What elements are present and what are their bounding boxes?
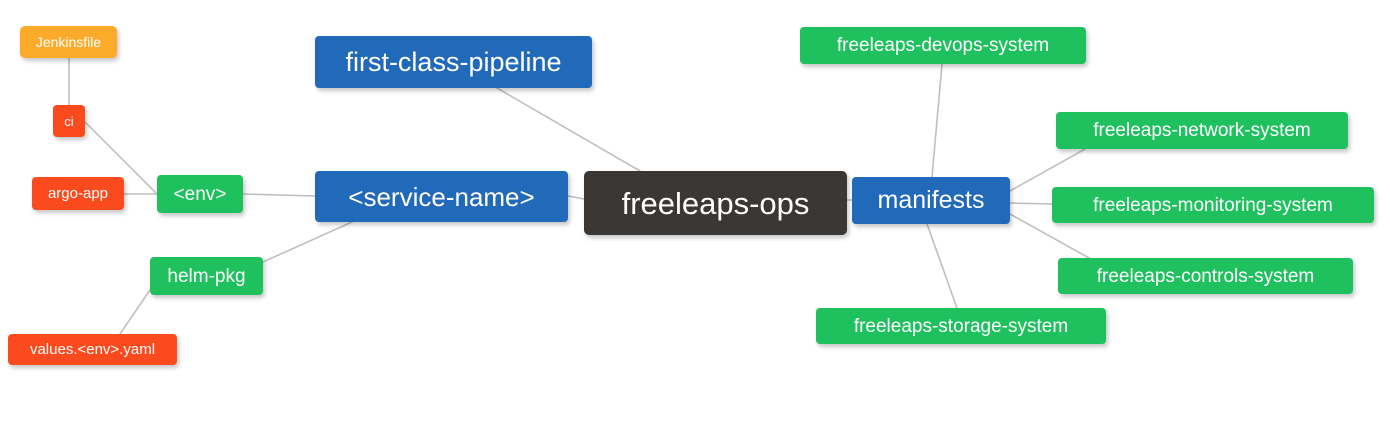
node-label: freeleaps-ops (621, 185, 810, 221)
node-label: helm-pkg (167, 265, 246, 287)
mindmap-node-service-name[interactable]: <service-name> (315, 171, 568, 222)
node-label: Jenkinsfile (35, 34, 102, 50)
edge-env-to-service-name (242, 193, 316, 197)
node-label: freeleaps-devops-system (836, 35, 1050, 56)
mindmap-node-first-class-pipeline[interactable]: first-class-pipeline (315, 36, 592, 88)
edge-helm-pkg-to-service-name (262, 221, 353, 263)
node-label: freeleaps-monitoring-system (1093, 194, 1333, 216)
mindmap-node-freeleaps-controls-system[interactable]: freeleaps-controls-system (1058, 258, 1353, 294)
edge-manifests-to-freeleaps-devops-system (931, 63, 943, 178)
node-label: <env> (173, 183, 227, 205)
edge-values-yaml-to-helm-pkg (119, 289, 151, 335)
node-label: <service-name> (348, 181, 535, 212)
mindmap-node-ci[interactable]: ci (53, 105, 85, 137)
mindmap-node-helm-pkg[interactable]: helm-pkg (150, 257, 263, 295)
mindmap-node-jenkinsfile[interactable]: Jenkinsfile (20, 26, 117, 58)
mindmap-node-freeleaps-storage-system[interactable]: freeleaps-storage-system (816, 308, 1106, 344)
mindmap-node-env[interactable]: <env> (157, 175, 243, 213)
edge-manifests-to-freeleaps-monitoring-system (1009, 202, 1053, 205)
mindmap-node-values-yaml[interactable]: values.<env>.yaml (8, 334, 177, 365)
node-label: ci (64, 113, 74, 129)
edge-service-name-to-freeleaps-ops (567, 195, 585, 200)
node-label: argo-app (47, 185, 109, 202)
mindmap-node-freeleaps-monitoring-system[interactable]: freeleaps-monitoring-system (1052, 187, 1374, 223)
mindmap-node-freeleaps-ops[interactable]: freeleaps-ops (584, 171, 847, 235)
node-label: freeleaps-storage-system (853, 315, 1069, 337)
node-label: manifests (877, 186, 985, 214)
mindmap-node-argo-app[interactable]: argo-app (32, 177, 124, 210)
node-label: freeleaps-network-system (1093, 120, 1311, 141)
mindmap-node-freeleaps-network-system[interactable]: freeleaps-network-system (1056, 112, 1348, 149)
edge-manifests-to-freeleaps-network-system (1009, 148, 1086, 192)
edge-manifests-to-freeleaps-storage-system (926, 223, 958, 309)
edge-first-class-pipeline-to-freeleaps-ops (496, 87, 641, 172)
node-label: first-class-pipeline (345, 46, 562, 77)
node-label: freeleaps-controls-system (1096, 265, 1315, 287)
mindmap-node-manifests[interactable]: manifests (852, 177, 1010, 224)
node-label: values.<env>.yaml (29, 341, 156, 358)
mindmap-node-freeleaps-devops-system[interactable]: freeleaps-devops-system (800, 27, 1086, 64)
